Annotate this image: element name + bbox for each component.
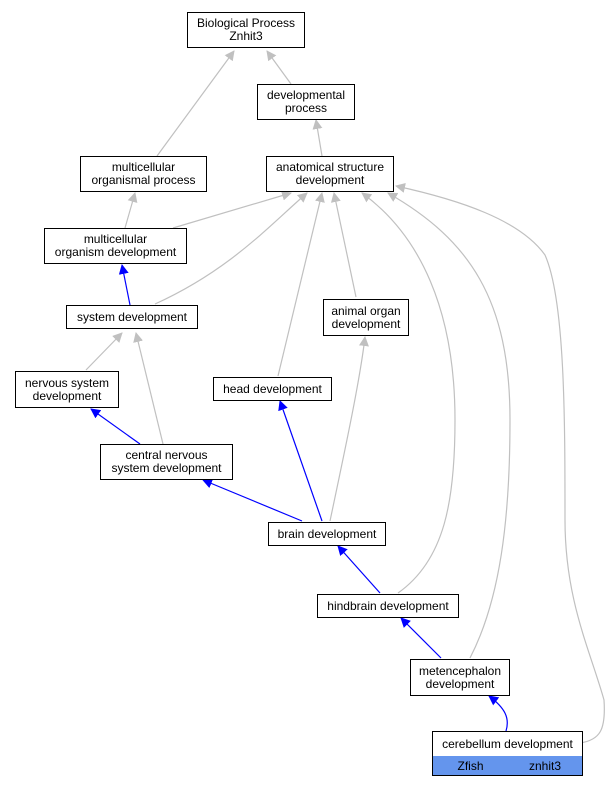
node-label: head development xyxy=(223,381,322,396)
edge-cerebellum-to-anat xyxy=(395,183,605,744)
node-label-line2: development xyxy=(32,388,102,403)
node-multicellular-organismal-process[interactable]: multicellular organismal process xyxy=(80,156,207,192)
edge-hindbrain-to-brain xyxy=(337,545,381,594)
gene-cell[interactable]: znhit3 xyxy=(508,756,582,775)
node-label-line2: Znhit3 xyxy=(229,29,263,43)
node-label-line2: development xyxy=(331,316,401,331)
node-label-line2: organismal process xyxy=(91,173,196,187)
node-hindbrain-development[interactable]: hindbrain development xyxy=(317,594,459,618)
node-label: brain development xyxy=(277,526,377,541)
node-label-line1: central nervous xyxy=(125,448,208,462)
node-label: hindbrain development xyxy=(327,598,449,613)
node-head-development[interactable]: head development xyxy=(213,377,332,401)
edge-system-to-multiorg xyxy=(118,264,131,306)
edge-nervous-to-system xyxy=(85,332,123,371)
node-label-line1: animal organ xyxy=(331,303,401,318)
node-label-line2: development xyxy=(425,676,495,691)
edge-cns-to-nervous xyxy=(90,408,141,445)
node-system-development[interactable]: system development xyxy=(66,305,198,329)
edge-cns-to-system xyxy=(133,332,164,445)
node-label-line2: development xyxy=(295,173,365,187)
node-label-line2: organism development xyxy=(54,245,177,259)
node-brain-development[interactable]: brain development xyxy=(268,522,386,546)
edge-brain-to-cns xyxy=(202,478,303,522)
node-label-line1: multicellular xyxy=(83,232,148,246)
node-label-line1: nervous system xyxy=(24,375,110,390)
node-label-line1: developmental xyxy=(266,88,346,102)
edge-multiorg-to-anat xyxy=(172,190,292,229)
node-central-nervous-system-development[interactable]: central nervous system development xyxy=(100,444,233,480)
edge-organ-to-anat xyxy=(330,192,357,298)
edge-cerebellum-to-metencephalon xyxy=(488,695,508,732)
node-biological-process[interactable]: Biological Process Znhit3 xyxy=(187,12,305,48)
node-label[interactable]: cerebellum development xyxy=(433,732,582,757)
edge-anat-to-devproc xyxy=(312,119,323,157)
edge-hindbrain-to-anat xyxy=(361,192,456,594)
node-animal-organ-development[interactable]: animal organ development xyxy=(323,299,409,336)
node-label: system development xyxy=(76,309,188,324)
node-multicellular-organism-development[interactable]: multicellular organism development xyxy=(44,228,187,264)
node-label-line1: Biological Process xyxy=(196,16,296,30)
edge-devproc-to-bio xyxy=(266,50,292,85)
node-anatomical-structure-development[interactable]: anatomical structure development xyxy=(266,156,394,192)
edge-brain-to-organ xyxy=(329,336,369,522)
edge-brain-to-head xyxy=(278,400,323,522)
edge-metencephalon-to-hindbrain xyxy=(400,617,442,659)
node-label-line2: system development xyxy=(111,461,222,475)
node-label-line1: metencephalon xyxy=(418,663,502,678)
edge-system-to-anat xyxy=(154,192,308,305)
node-developmental-process[interactable]: developmental process xyxy=(257,84,355,120)
node-metencephalon-development[interactable]: metencephalon development xyxy=(410,659,510,696)
edge-multiorg-to-multiproc xyxy=(124,192,138,229)
node-label-line1: anatomical structure xyxy=(275,160,385,174)
node-nervous-system-development[interactable]: nervous system development xyxy=(15,371,119,408)
edge-metencephalon-to-anat xyxy=(387,192,511,659)
node-label-line2: process xyxy=(284,101,328,115)
node-label-line1: multicellular xyxy=(111,160,176,174)
species-cell[interactable]: Zfish xyxy=(433,756,509,775)
edge-multiproc-to-bio xyxy=(156,50,235,157)
node-cerebellum-development[interactable]: cerebellum development Zfish znhit3 xyxy=(432,731,583,776)
edge-head-to-anat xyxy=(277,192,325,377)
